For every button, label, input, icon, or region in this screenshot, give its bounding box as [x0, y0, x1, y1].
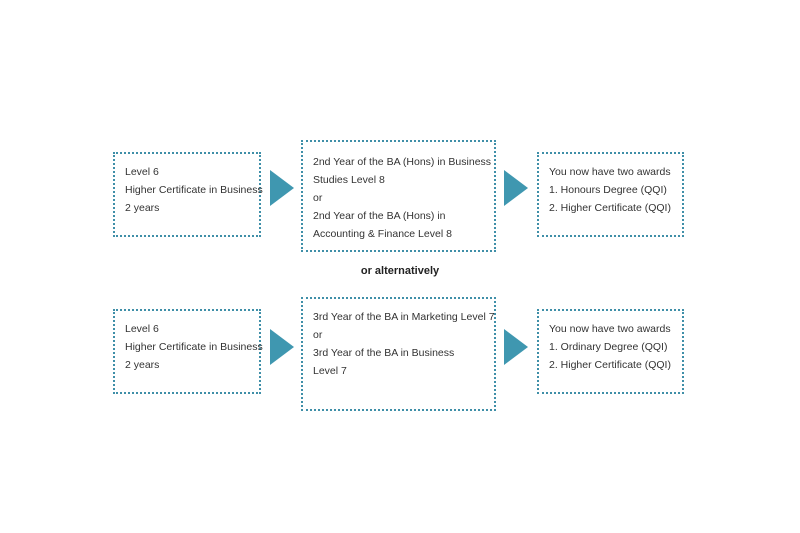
row2-source-duration: 2 years [125, 359, 160, 371]
right-triangle-arrow-icon [270, 329, 294, 365]
row1-program-line-3: or [313, 192, 323, 204]
right-triangle-arrow-icon [504, 170, 528, 206]
row2-award-heading: You now have two awards [549, 323, 671, 335]
row2-award-item-2: 2. Higher Certificate (QQI) [549, 359, 671, 371]
row1-program-line-5: Accounting & Finance Level 8 [313, 228, 452, 240]
row1-award-item-2: 2. Higher Certificate (QQI) [549, 202, 671, 214]
row2-program-line-2: or [313, 329, 323, 341]
row2-award-box: You now have two awards 1. Ordinary Degr… [537, 309, 684, 394]
row1-source-level: Level 6 [125, 166, 159, 178]
row1-source-title: Higher Certificate in Business [125, 184, 263, 196]
row2-program-box: 3rd Year of the BA in Marketing Level 7 … [301, 297, 496, 411]
row1-source-duration: 2 years [125, 202, 160, 214]
right-triangle-arrow-icon [270, 170, 294, 206]
row1-award-box: You now have two awards 1. Honours Degre… [537, 152, 684, 237]
row1-program-box: 2nd Year of the BA (Hons) in Business St… [301, 140, 496, 252]
row2-program-line-4: Level 7 [313, 365, 347, 377]
row1-source-box: Level 6 Higher Certificate in Business 2… [113, 152, 263, 237]
row2-program-line-1: 3rd Year of the BA in Marketing Level 7 [313, 311, 495, 323]
row1-award-heading: You now have two awards [549, 166, 671, 178]
row1-program-line-1: 2nd Year of the BA (Hons) in Business [313, 156, 492, 168]
row2-award-item-1: 1. Ordinary Degree (QQI) [549, 341, 668, 353]
row2-source-box: Level 6 Higher Certificate in Business 2… [113, 309, 263, 394]
row2-source-title: Higher Certificate in Business [125, 341, 263, 353]
row1-award-item-1: 1. Honours Degree (QQI) [549, 184, 667, 196]
row1-program-line-2: Studies Level 8 [313, 174, 385, 186]
separator-text: or alternatively [360, 265, 440, 277]
right-triangle-arrow-icon [504, 329, 528, 365]
row2-program-line-3: 3rd Year of the BA in Business [313, 347, 455, 359]
row1-program-line-4: 2nd Year of the BA (Hons) in [313, 210, 446, 222]
row2-source-level: Level 6 [125, 323, 159, 335]
